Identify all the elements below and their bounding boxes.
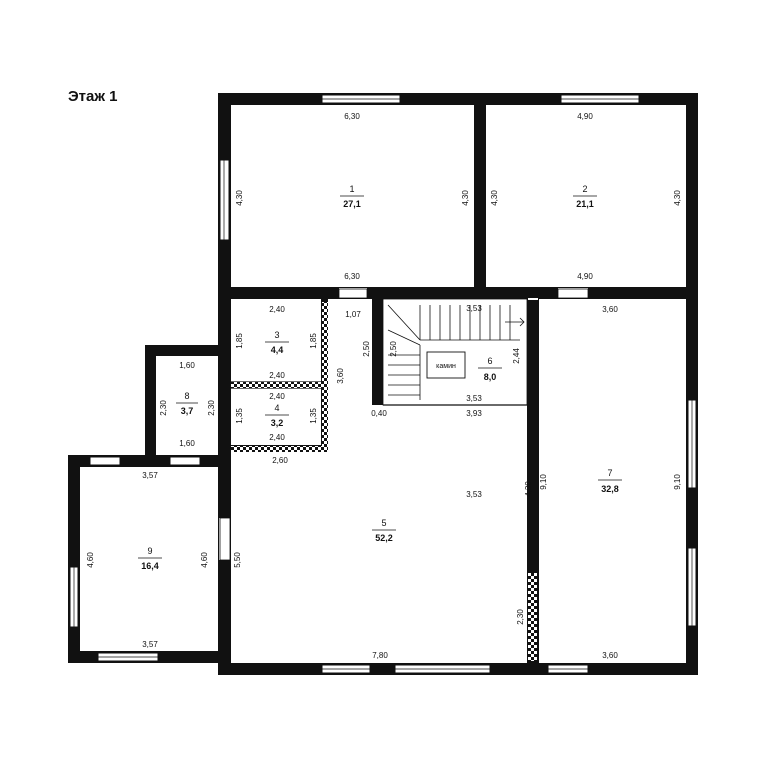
dim-corridor-width: 1,07 [345, 310, 361, 319]
dim-r5-inner: 3,53 [466, 490, 482, 499]
dim-r3-bottom: 2,40 [269, 371, 285, 380]
room-5-area: 52,2 [375, 533, 393, 543]
dim-r9-top: 3,57 [142, 471, 158, 480]
room-1-number: 1 [349, 184, 354, 194]
dim-r1-bottom: 6,30 [344, 272, 360, 281]
room-6-area: 8,0 [484, 372, 497, 382]
room-1-area: 27,1 [343, 199, 361, 209]
dim-r9-bottom: 3,57 [142, 640, 158, 649]
dim-r2-top: 4,90 [577, 112, 593, 121]
dim-r9-left: 4,60 [86, 552, 95, 568]
dim-r5-door: 2,30 [516, 609, 525, 625]
fireplace [426, 351, 466, 379]
staircase [382, 298, 528, 406]
room-4-number: 4 [274, 403, 279, 413]
room-8-number: 8 [184, 391, 189, 401]
dim-r5-bottom: 7,80 [372, 651, 388, 660]
dim-r4-bottom: 2,40 [269, 433, 285, 442]
dim-r9-right: 4,60 [200, 552, 209, 568]
dim-stair-post: 0,40 [371, 409, 387, 418]
dim-r8-right: 2,30 [207, 400, 216, 416]
dim-r1-right: 4,30 [461, 190, 470, 206]
room-3-area: 4,4 [271, 345, 284, 355]
door-openings [219, 288, 588, 560]
dim-wall-seg: 2,60 [272, 456, 288, 465]
dim-stair-left: 2,50 [389, 341, 398, 357]
dim-r4-right: 1,35 [309, 408, 318, 424]
door-frames [219, 288, 589, 561]
dim-stair-right: 2,44 [512, 348, 521, 364]
dim-r3-left: 1,85 [235, 333, 244, 349]
dim-r5-left: 5,50 [233, 552, 242, 568]
room-9-area: 16,4 [141, 561, 159, 571]
dim-r4-top: 2,40 [269, 392, 285, 401]
dim-r2-bottom: 4,90 [577, 272, 593, 281]
dim-r8-top: 1,60 [179, 361, 195, 370]
dim-r7-right: 9,10 [673, 474, 682, 490]
dim-r3-right: 1,85 [309, 333, 318, 349]
window-lines [73, 98, 693, 670]
checker-partitions [231, 302, 537, 661]
dim-r4-left: 1,35 [235, 408, 244, 424]
dim-r7-bottom: 3,60 [602, 651, 618, 660]
floor-title: Этаж 1 [68, 88, 118, 105]
room-7-area: 32,8 [601, 484, 619, 494]
fireplace-label: камин [436, 363, 456, 370]
dim-r7-top: 3,60 [602, 305, 618, 314]
dim-r2-left: 4,30 [490, 190, 499, 206]
room-5-number: 5 [381, 518, 386, 528]
dim-wall-span: 3,60 [336, 368, 345, 384]
room-7-number: 7 [607, 468, 612, 478]
dim-r1-left: 4,30 [235, 190, 244, 206]
dim-r7-left: 9,10 [539, 474, 548, 490]
room-3-number: 3 [274, 330, 279, 340]
dim-corridor-len: 2,50 [362, 341, 371, 357]
room-2-number: 2 [582, 184, 587, 194]
dim-r2-right: 4,30 [673, 190, 682, 206]
room-4-area: 3,2 [271, 418, 284, 428]
room-labels: 1 27,1 2 21,1 3 4,4 4 3,2 5 52,2 6 8,0 7… [138, 184, 622, 571]
dim-r8-bottom: 1,60 [179, 439, 195, 448]
room-9-number: 9 [147, 546, 152, 556]
dim-stair-top: 3,53 [466, 304, 482, 313]
dim-r5-right-wall: 4,30 [524, 481, 533, 497]
dim-stair-bottom: 3,53 [466, 394, 482, 403]
dim-r8-left: 2,30 [159, 400, 168, 416]
dimension-labels: 6,30 6,30 4,30 4,30 4,90 4,90 4,30 4,30 … [86, 112, 682, 660]
dim-stair-wall: 3,93 [466, 409, 482, 418]
room-6-number: 6 [487, 356, 492, 366]
room-2-area: 21,1 [576, 199, 594, 209]
dim-r3-top: 2,40 [269, 305, 285, 314]
dim-r1-top: 6,30 [344, 112, 360, 121]
room-8-area: 3,7 [181, 406, 194, 416]
